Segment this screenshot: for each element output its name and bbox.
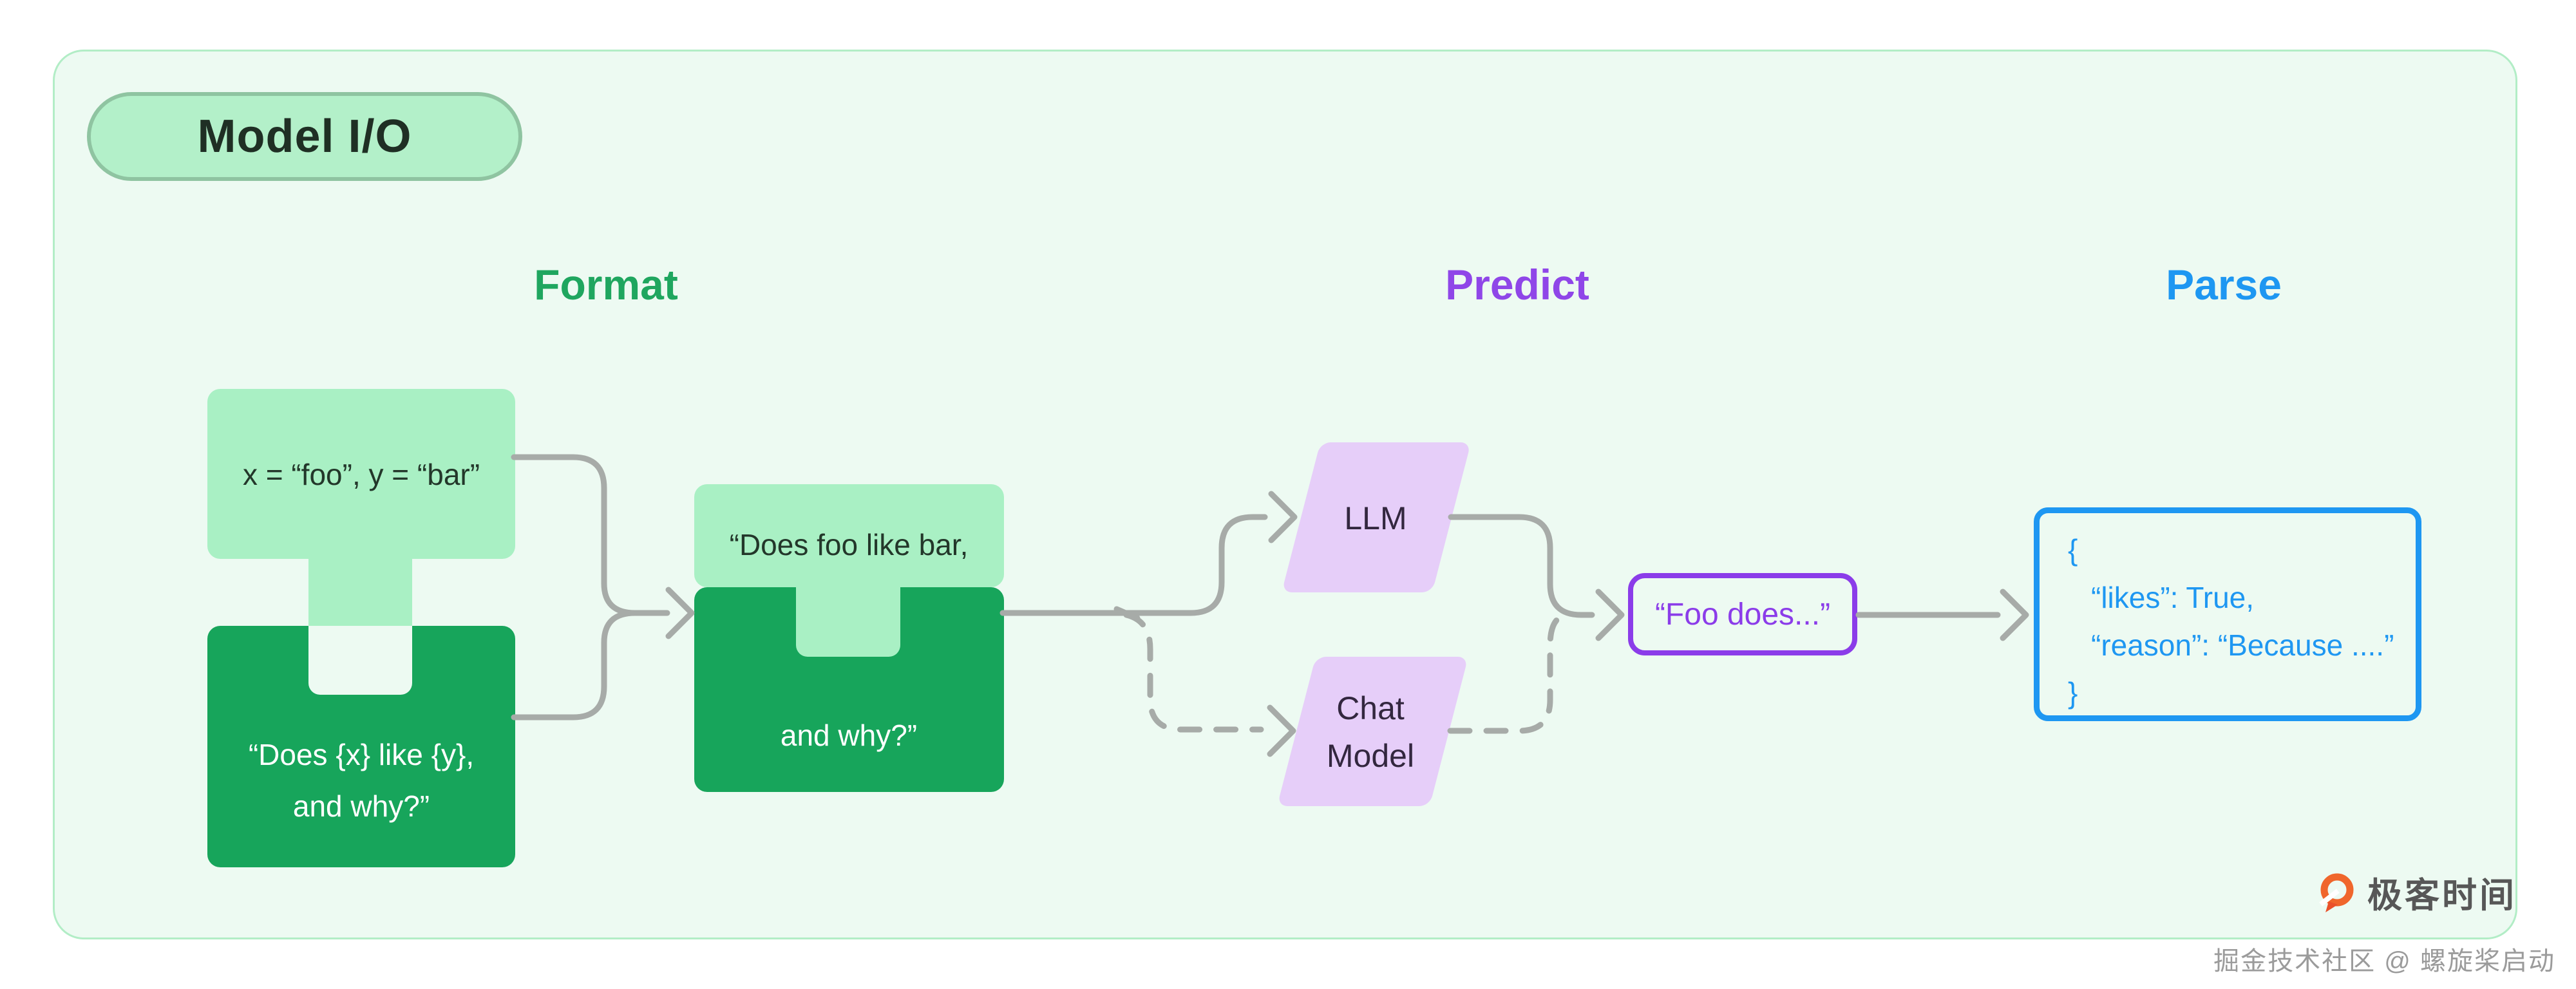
chat-model-label-line2: Model bbox=[1326, 738, 1415, 774]
json-reason-line: “reason”: “Because ....” bbox=[2091, 628, 2394, 662]
template-piece-text-line2: and why?” bbox=[292, 789, 430, 823]
geektime-logo-text: 极客时间 bbox=[2367, 876, 2517, 915]
model-output-box: “Foo does...” bbox=[1628, 573, 1857, 655]
parsed-json-box: { “likes”: True, “reason”: “Because ....… bbox=[2034, 507, 2421, 721]
model-io-badge: Model I/O bbox=[87, 92, 522, 181]
format-header: Format bbox=[534, 261, 678, 308]
chat-model-label-line1: Chat bbox=[1336, 690, 1405, 726]
geektime-logo-icon bbox=[2319, 873, 2354, 912]
merged-piece-plug bbox=[796, 581, 900, 657]
json-likes-line: “likes”: True, bbox=[2091, 581, 2255, 614]
template-piece-notch bbox=[308, 626, 412, 695]
predict-header: Predict bbox=[1445, 261, 1589, 308]
values-piece bbox=[207, 389, 515, 559]
json-close-brace: } bbox=[2068, 676, 2078, 710]
merged-piece-bottom-text: and why?” bbox=[780, 719, 918, 752]
merged-piece-top bbox=[694, 484, 1004, 587]
model-output-text: “Foo does...” bbox=[1654, 597, 1831, 632]
geektime-logo: 极客时间 bbox=[2315, 867, 2517, 918]
merged-piece-top-text: “Does foo like bar, bbox=[729, 528, 969, 561]
json-open-brace: { bbox=[2068, 533, 2078, 567]
watermark: 掘金技术社区 @ 螺旋桨启动 bbox=[2213, 947, 2555, 975]
template-piece-text-line1: “Does {x} like {y}, bbox=[248, 738, 475, 771]
model-io-badge-label: Model I/O bbox=[197, 111, 412, 162]
parse-header: Parse bbox=[2166, 261, 2282, 308]
llm-node-label: LLM bbox=[1344, 500, 1407, 536]
values-piece-plug bbox=[308, 558, 412, 639]
values-piece-text: x = “foo”, y = “bar” bbox=[242, 458, 480, 491]
